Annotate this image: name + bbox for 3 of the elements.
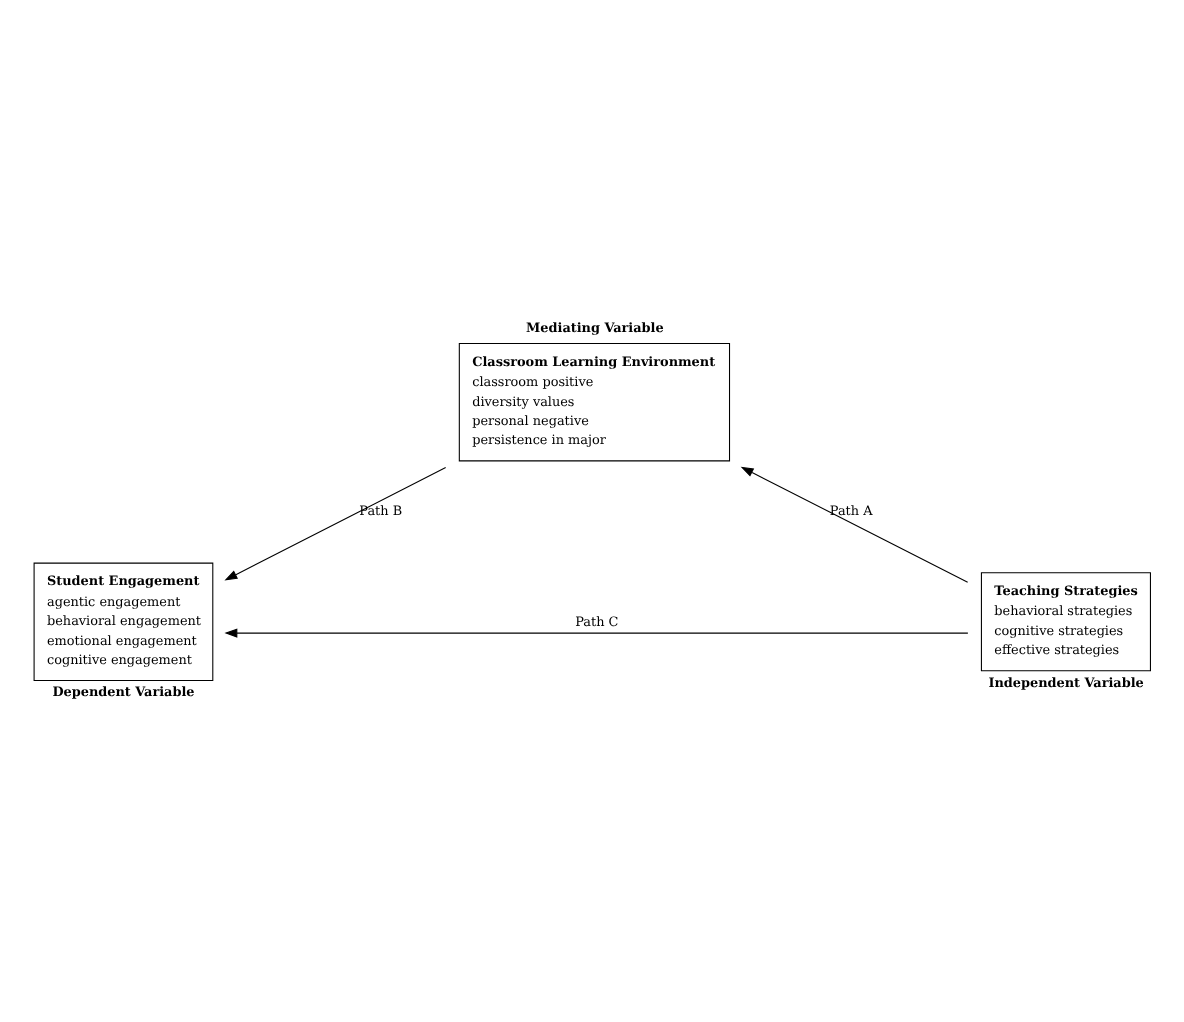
arrow <box>740 465 969 582</box>
arrow <box>224 627 969 637</box>
arrow <box>224 466 447 580</box>
